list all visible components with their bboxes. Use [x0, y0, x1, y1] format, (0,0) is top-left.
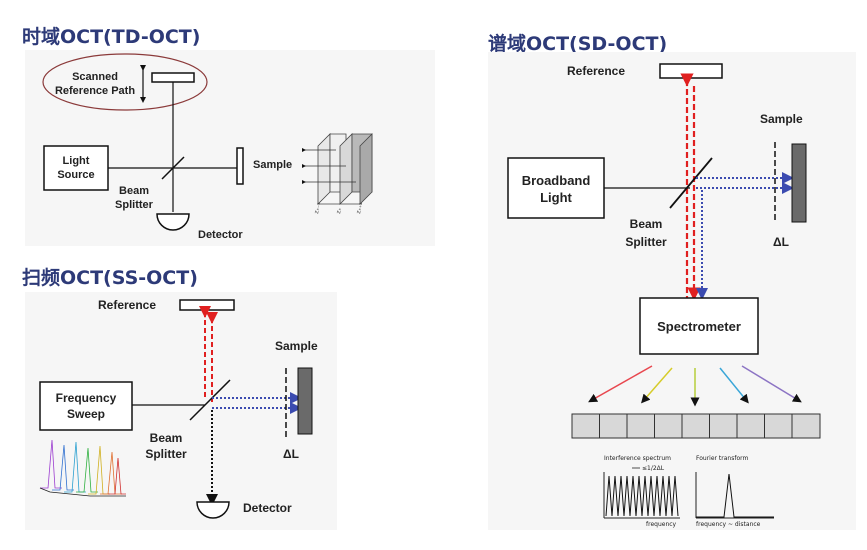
interference-x-label: frequency — [646, 521, 677, 528]
ss-sample-label: Sample — [275, 339, 318, 353]
td-oct-diagram: Scanned Reference Path Light Source Beam… — [25, 50, 435, 246]
sd-reference-mirror — [659, 63, 723, 79]
sd-beam-splitter — [669, 157, 713, 209]
tissue-layers — [302, 133, 373, 205]
light-source-label-1: Light — [63, 155, 90, 167]
ss-oct-diagram: Reference Frequency Sweep Sample ΔL Beam… — [25, 292, 337, 530]
td-sample-label: Sample — [253, 159, 292, 171]
frequency-sweep-label-1: Frequency — [56, 391, 117, 405]
ss-reference-mirror — [179, 299, 235, 311]
ss-detector — [196, 501, 230, 519]
sd-sample-label: Sample — [760, 112, 803, 126]
detector-array — [571, 413, 821, 439]
broadband-label-2: Light — [540, 190, 572, 205]
ss-sample-mirror — [297, 367, 313, 435]
broadband-light-box — [507, 157, 605, 219]
scanned-label-1: Scanned — [72, 71, 118, 83]
spectral-arrow-violet — [741, 365, 802, 403]
sd-delta-l: ΔL — [773, 235, 789, 249]
spectrometer-box — [639, 297, 759, 355]
ss-splitter-label: Splitter — [145, 447, 187, 461]
fourier-title: Fourier transform — [696, 455, 748, 462]
ss-reference-label: Reference — [98, 298, 156, 312]
z-label-1: zₓ₋₁ — [313, 201, 322, 214]
sd-splitter-label: Splitter — [625, 235, 667, 249]
interference-marker-label: ≤1/2ΔL — [642, 465, 665, 472]
sd-reference-label: Reference — [567, 64, 625, 78]
light-source-box — [43, 145, 109, 191]
ss-delta-l: ΔL — [283, 447, 299, 461]
td-beam-label: Beam — [119, 185, 149, 197]
spectral-arrow-red — [588, 365, 653, 403]
sd-oct-title: 谱域OCT(SD-OCT) — [488, 33, 668, 55]
td-splitter-label: Splitter — [115, 199, 154, 211]
td-sample-mirror — [236, 147, 244, 185]
scanned-path-ellipse — [42, 53, 208, 111]
z-label-2: zₓ — [335, 207, 343, 214]
spectral-arrow-blue — [719, 367, 749, 404]
swept-spectra — [39, 439, 126, 497]
spectral-arrow-yellow — [641, 367, 673, 404]
ss-beam-label: Beam — [150, 431, 183, 445]
frequency-sweep-box — [39, 381, 133, 431]
sd-sample-mirror — [791, 143, 807, 223]
spectrometer-label: Spectrometer — [657, 319, 741, 334]
fourier-peak — [696, 473, 774, 518]
sd-oct-diagram: Reference Broadband Light Sample ΔL Beam… — [488, 52, 856, 530]
interference-fringes — [605, 475, 679, 517]
ss-oct-title: 扫频OCT(SS-OCT) — [22, 267, 198, 289]
light-source-label-2: Source — [57, 169, 94, 181]
interference-title: Interference spectrum — [604, 455, 671, 462]
td-oct-title: 时域OCT(TD-OCT) — [22, 26, 201, 48]
td-beam-splitter — [161, 156, 185, 180]
ss-detector-label: Detector — [243, 501, 292, 515]
scanned-label-2: Reference Path — [55, 85, 135, 97]
ss-beam-splitter — [189, 379, 231, 421]
sd-panel-bg — [488, 52, 856, 530]
td-detector — [156, 213, 190, 231]
td-detector-label: Detector — [198, 229, 243, 241]
z-label-3: zₓ₊₁ — [355, 201, 364, 214]
sd-beam-label: Beam — [630, 217, 663, 231]
frequency-sweep-label-2: Sweep — [67, 407, 105, 421]
broadband-label-1: Broadband — [522, 173, 591, 188]
td-reference-mirror — [151, 72, 195, 83]
fourier-x-label: frequency ~ distance — [696, 521, 761, 528]
